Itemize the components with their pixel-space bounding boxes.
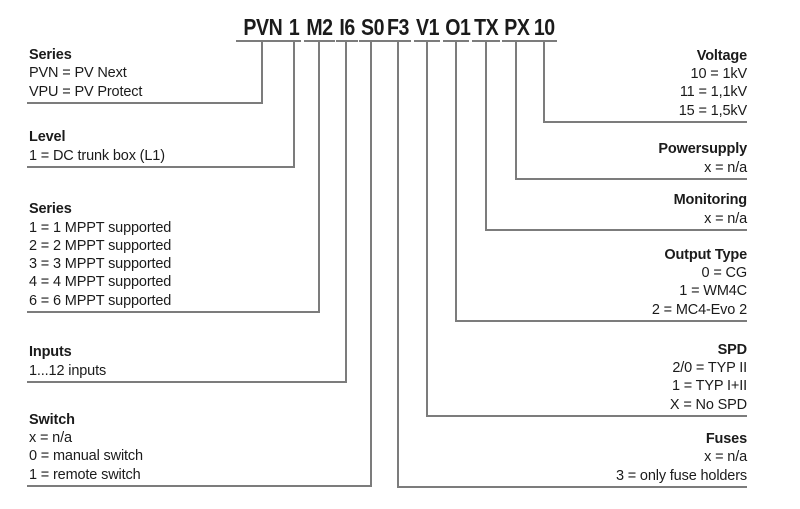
code-segment-text: PVN: [243, 14, 282, 40]
connector-line-series-mppt: [27, 42, 320, 313]
section-value: PVN = PV Next: [29, 65, 127, 82]
section-value: X = No SPD: [669, 396, 747, 413]
connector-line-monitoring: [485, 42, 747, 231]
section-monitoring: Monitoring x = n/a: [673, 191, 748, 228]
section-value: 1 = remote switch: [29, 466, 141, 483]
code-segment-voltage: 10: [531, 15, 557, 42]
code-segment-monitoring: TX: [472, 15, 500, 42]
section-value: 3 = 3 MPPT supported: [29, 256, 172, 273]
connector-line-series-top: [27, 42, 263, 104]
connector-line-fuses: [397, 42, 747, 488]
section-value: 2/0 = TYP II: [672, 360, 747, 377]
code-segment-series: PVN: [236, 15, 289, 42]
section-output-type: Output Type 0 = CG 1 = WM4C 2 = MC4-Evo …: [652, 246, 747, 319]
section-value: x = n/a: [704, 159, 747, 176]
section-value: 3 = only fuse holders: [615, 467, 747, 484]
section-title: Output Type: [664, 246, 747, 263]
code-segment-text: I6: [339, 14, 355, 40]
code-segment-text: F3: [387, 14, 409, 40]
section-value: 0 = CG: [701, 265, 748, 282]
connector-line-powersupply: [515, 42, 747, 180]
section-value: 1 = 1 MPPT supported: [29, 219, 172, 236]
connector-line-output-type: [455, 42, 747, 322]
section-value: 2 = 2 MPPT supported: [29, 237, 172, 254]
section-value: x = n/a: [704, 210, 747, 227]
section-title: Inputs: [29, 344, 72, 361]
section-title: Series: [29, 47, 72, 64]
code-segment-mppt: M2: [304, 15, 335, 42]
code-segment-spd: V1: [414, 15, 440, 42]
section-spd: SPD 2/0 = TYP II 1 = TYP I+II X = No SPD: [670, 341, 747, 414]
code-segment-text: V1: [416, 14, 440, 40]
section-value: 11 = 1,1kV: [679, 84, 747, 101]
section-title: Level: [29, 129, 66, 146]
connector-line-inputs: [27, 42, 347, 383]
section-series-top: Series PVN = PV Next VPU = PV Protect: [29, 46, 142, 101]
connector-line-switch: [27, 42, 372, 487]
section-value: 10 = 1kV: [690, 66, 748, 83]
code-segment-switch: S0: [359, 15, 385, 42]
code-segment-inputs: I6: [336, 15, 358, 42]
code-segment-text: M2: [306, 14, 333, 40]
section-value: 2 = MC4-Evo 2: [651, 301, 747, 318]
code-segment-fuses: F3: [385, 15, 411, 42]
section-title: Series: [29, 201, 72, 218]
section-switch: Switch x = n/a 0 = manual switch 1 = rem…: [29, 411, 143, 484]
section-fuses: Fuses x = n/a 3 = only fuse holders: [616, 430, 747, 485]
section-value: 4 = 4 MPPT supported: [29, 274, 172, 291]
section-title: Powersupply: [658, 141, 747, 158]
code-segment-level: 1: [287, 15, 301, 42]
section-title: Fuses: [705, 431, 747, 448]
section-series-mppt: Series 1 = 1 MPPT supported 2 = 2 MPPT s…: [29, 200, 171, 310]
section-inputs: Inputs 1...12 inputs: [29, 343, 106, 380]
section-title: Monitoring: [673, 192, 748, 209]
section-title: Switch: [29, 411, 75, 428]
section-value: VPU = PV Protect: [29, 83, 143, 100]
section-value: 1 = WM4C: [679, 283, 747, 300]
section-level: Level 1 = DC trunk box (L1): [29, 128, 165, 165]
code-segment-text: 10: [533, 14, 555, 40]
code-segment-powersupply: PX: [502, 15, 531, 42]
section-value: 1...12 inputs: [29, 362, 107, 379]
section-title: SPD: [717, 341, 748, 358]
section-value: 0 = manual switch: [29, 448, 143, 465]
section-powersupply: Powersupply x = n/a: [658, 140, 747, 177]
code-segment-text: 1: [288, 14, 300, 40]
section-value: 15 = 1,5kV: [678, 102, 747, 119]
section-voltage: Voltage 10 = 1kV 11 = 1,1kV 15 = 1,5kV: [679, 47, 747, 120]
code-segment-text: TX: [474, 14, 499, 40]
section-value: 6 = 6 MPPT supported: [29, 292, 172, 309]
connector-line-spd: [426, 42, 747, 417]
section-value: x = n/a: [704, 449, 747, 466]
code-segment-output-type: O1: [443, 14, 471, 42]
code-segment-text: S0: [361, 14, 385, 40]
connector-line-voltage: [543, 42, 747, 123]
section-title: Voltage: [696, 47, 747, 64]
section-value: x = n/a: [29, 430, 72, 447]
connector-line-level: [27, 42, 295, 168]
section-value: 1 = DC trunk box (L1): [29, 147, 165, 164]
code-segment-text: PX: [504, 14, 530, 40]
section-value: 1 = TYP I+II: [671, 378, 747, 395]
code-segment-text: O1: [445, 14, 471, 40]
